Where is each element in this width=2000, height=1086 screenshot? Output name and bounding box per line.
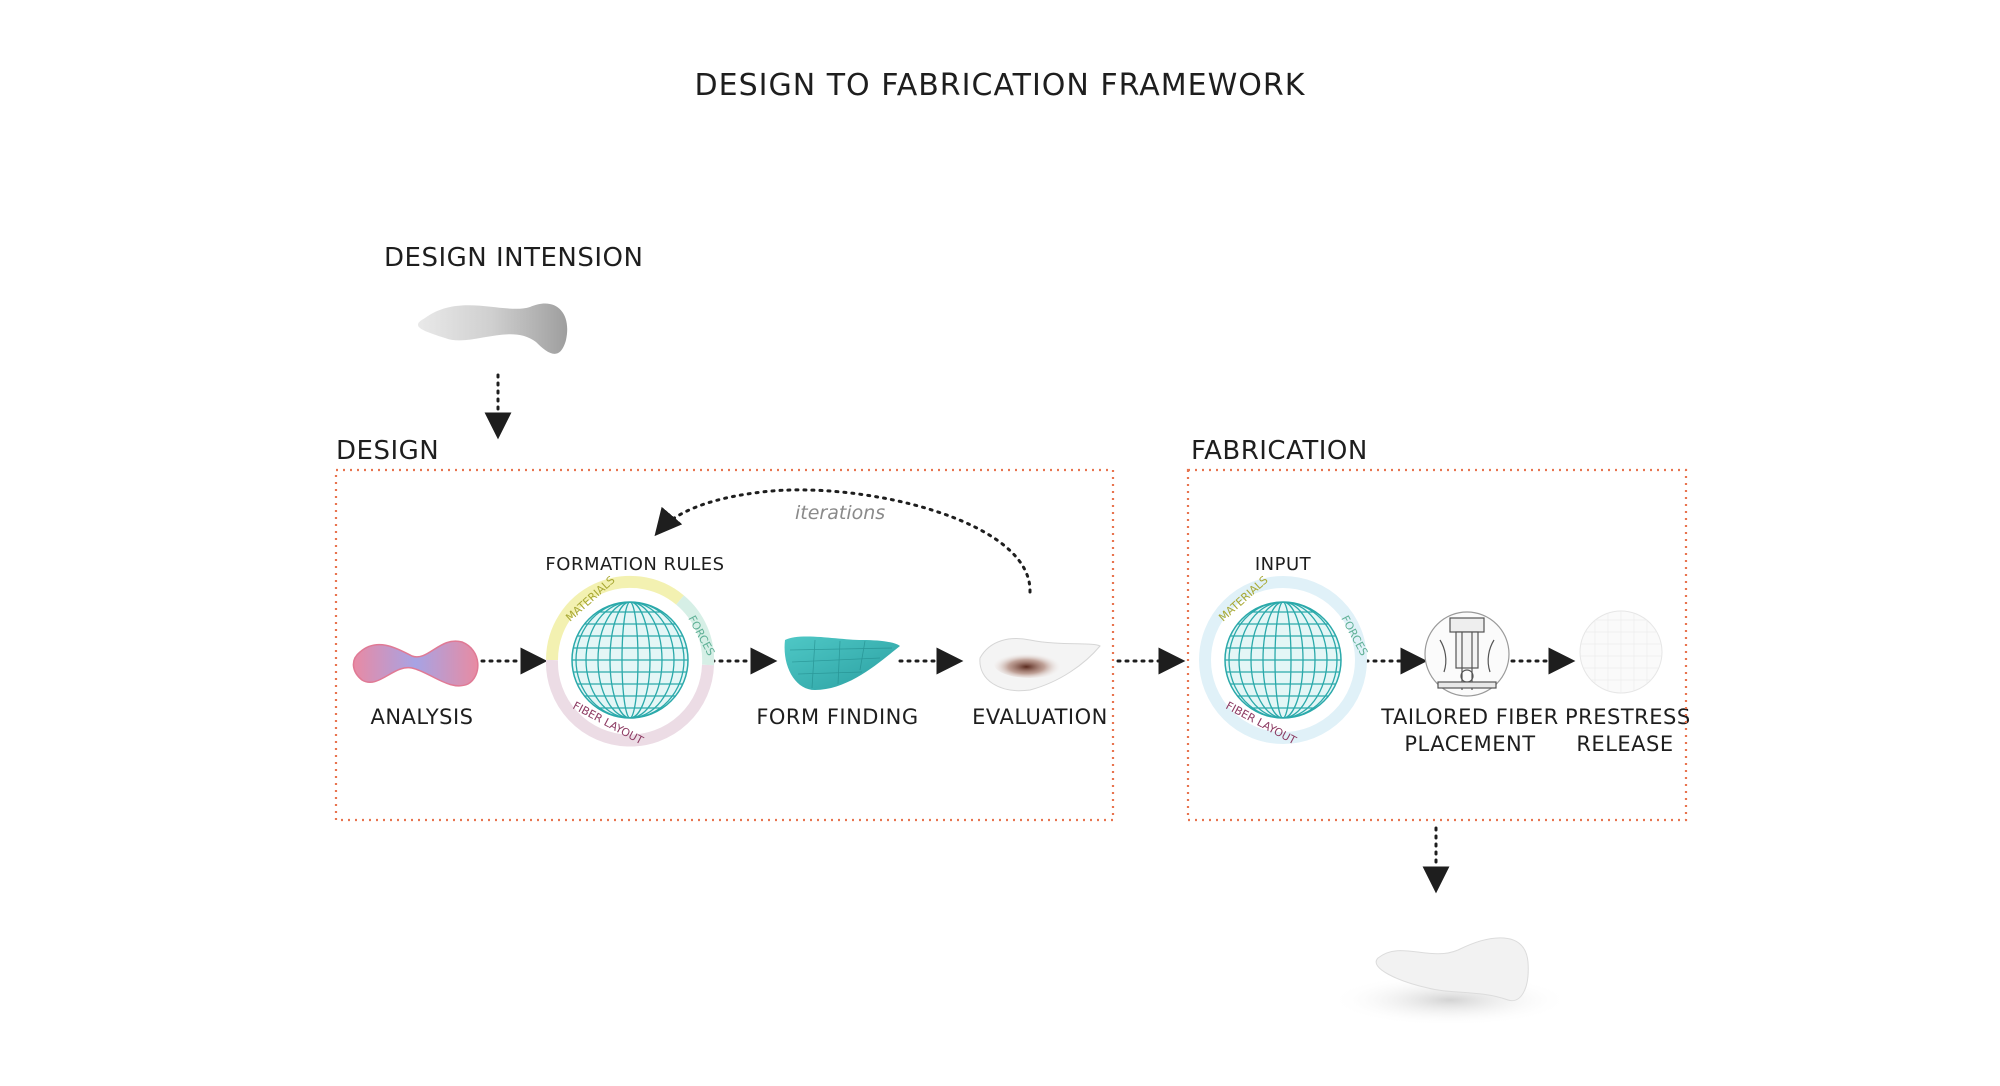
evaluation-label: EVALUATION <box>972 705 1108 729</box>
prestress-line-1: PRESTRESS <box>1565 705 1691 729</box>
form-finding-label: FORM FINDING <box>756 705 919 729</box>
materials-ring-segment <box>545 575 684 661</box>
form-finding-shape <box>784 636 900 690</box>
design-intension-shape <box>417 303 568 354</box>
prestress-line-2: RELEASE <box>1576 732 1674 756</box>
prestress-release-label: PRESTRESS RELEASE <box>1565 704 1691 758</box>
fabrication-section-label: FABRICATION <box>1191 436 1368 466</box>
input-diagram: MATERIALS FORCES FIBER LAYOUT <box>1199 574 1370 747</box>
forces-ring-label: FORCES <box>685 613 717 658</box>
formation-rules-diagram: MATERIALS FORCES FIBER LAYOUT <box>545 574 717 747</box>
diagram-title: DESIGN TO FABRICATION FRAMEWORK <box>694 68 1306 103</box>
evaluation-shape <box>979 638 1101 692</box>
design-intension-label: DESIGN INTENSION <box>384 243 644 273</box>
prestress-release-icon <box>1575 606 1667 698</box>
iterations-label: iterations <box>795 502 886 524</box>
fabrication-frame <box>1186 468 1688 822</box>
final-form-shape <box>1330 937 1570 1026</box>
iterations-arrow <box>654 488 1032 594</box>
forces-ring-segment <box>676 595 715 666</box>
tailored-line-2: PLACEMENT <box>1404 732 1536 756</box>
design-frame <box>334 468 1115 822</box>
tailored-fiber-placement-label: TAILORED FIBER PLACEMENT <box>1370 704 1570 758</box>
formation-rules-label: FORMATION RULES <box>545 554 725 575</box>
analysis-shape <box>352 640 479 687</box>
tailored-line-1: TAILORED FIBER <box>1381 705 1559 729</box>
fiber-layout-ring-segment <box>545 659 714 747</box>
input-forces-label: FORCES <box>1338 613 1370 658</box>
analysis-label: ANALYSIS <box>370 705 474 729</box>
design-section-label: DESIGN <box>336 436 440 466</box>
input-label: INPUT <box>1254 554 1312 575</box>
tfp-machine-icon <box>1424 611 1510 697</box>
